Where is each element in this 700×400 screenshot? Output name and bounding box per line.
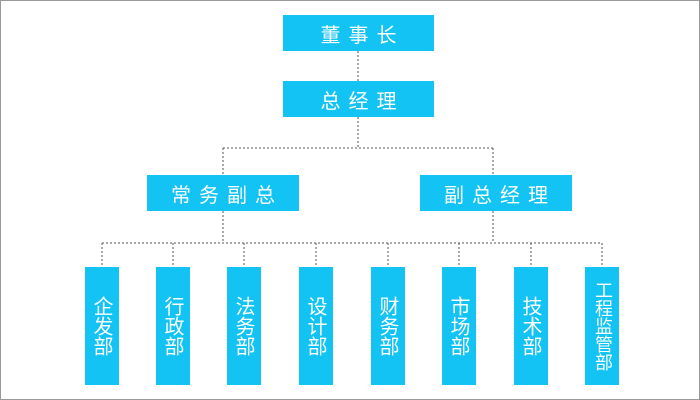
- deputy-gm-box: 副总经理: [420, 175, 572, 211]
- dept-label: 市场部: [447, 296, 471, 356]
- dept-box-design: 设计部: [299, 267, 333, 385]
- executive-vp-box: 常务副总: [147, 175, 299, 211]
- general-manager-box: 总经理: [283, 81, 434, 117]
- chairman-label: 董事长: [320, 22, 405, 47]
- dept-label: 行政部: [161, 296, 185, 356]
- dept-box-technology: 技术部: [514, 267, 548, 385]
- dept-label: 设计部: [304, 296, 328, 356]
- chairman-box: 董事长: [283, 15, 434, 51]
- executive-vp-label: 常务副总: [171, 182, 283, 207]
- dept-box-finance: 财务部: [371, 267, 405, 385]
- dept-label: 法务部: [232, 296, 256, 356]
- deputy-gm-label: 副总经理: [444, 182, 556, 207]
- dept-label: 财务部: [376, 296, 400, 356]
- dept-box-marketing: 市场部: [442, 267, 476, 385]
- dept-label: 技术部: [519, 296, 543, 356]
- dept-box-engineering-supervision: 工程监管部: [585, 267, 619, 385]
- dept-label: 企发部: [90, 296, 114, 356]
- dept-box-legal: 法务部: [227, 267, 261, 385]
- dept-box-administration: 行政部: [156, 267, 190, 385]
- dept-label: 工程监管部: [592, 281, 613, 371]
- dept-box-enterprise-dev: 企发部: [85, 267, 119, 385]
- general-manager-label: 总经理: [320, 88, 405, 113]
